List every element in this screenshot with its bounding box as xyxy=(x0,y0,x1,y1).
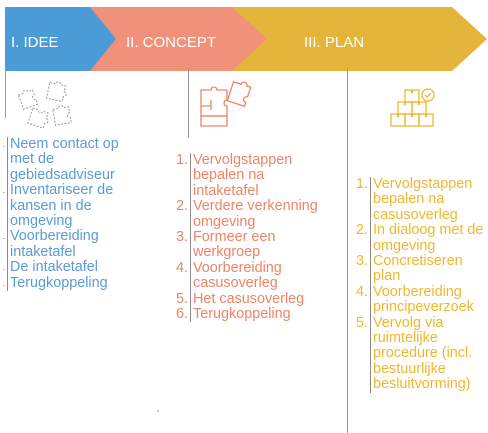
plan-arrow xyxy=(180,7,487,71)
step-text: Verdere verkenning omgeving xyxy=(190,199,320,231)
step-text: De intaketafel xyxy=(7,259,132,276)
step-number: . xyxy=(2,277,5,288)
plan-steps-list: 1.Vervolgstappen bepalen na casusoverleg… xyxy=(352,176,484,393)
step-text: Vervolg via ruimtelijke procedure (incl.… xyxy=(370,315,484,393)
step-text: Neem contact op met de gebiedsadviseur xyxy=(7,136,132,184)
divider-line-plan xyxy=(347,68,348,433)
plan-step-item: 1.Vervolgstappen bepalen na casusoverleg xyxy=(352,176,484,224)
step-number: . xyxy=(2,231,5,242)
concept-step-item: 2.Verdere verkenning omgeving xyxy=(172,198,320,231)
idee-step-item: .Inventariseer de kansen in de omgeving xyxy=(0,182,132,230)
step-number: 4. xyxy=(175,259,188,276)
concept-step-item: 4.Voorbereiding casusoverleg xyxy=(172,259,320,292)
phase-label-idee: I. IDEE xyxy=(11,34,59,51)
step-text: Concretiseren plan xyxy=(370,253,484,285)
idee-step-item: .Neem contact op met de gebiedsadviseur xyxy=(0,136,132,184)
idee-step-item: .Voorbereiding intaketafel xyxy=(0,229,132,261)
step-number: . xyxy=(2,139,5,149)
divider-line-concept xyxy=(188,68,189,138)
step-text: Formeer een werkgroep xyxy=(190,229,320,261)
concept-arrow xyxy=(84,7,267,71)
idee-arrow xyxy=(5,7,116,71)
step-number: 4. xyxy=(355,283,368,300)
step-text: Terugkoppeling xyxy=(7,275,132,292)
step-text: Terugkoppeling xyxy=(190,306,320,323)
concept-step-item: 6.Terugkoppeling xyxy=(172,306,320,323)
concept-step-item: 3.Formeer een werkgroep xyxy=(172,229,320,261)
assembled-puzzle-icon xyxy=(200,80,252,127)
concept-step-item: 1.Vervolgstappen bepalen na intaketafel xyxy=(172,152,320,200)
phase-arrow-banner xyxy=(5,7,487,71)
step-text: Het casusoverleg xyxy=(190,291,320,308)
divider-line-idee xyxy=(5,68,6,118)
idee-step-item: .Terugkoppeling xyxy=(0,275,132,292)
step-number: 2. xyxy=(355,222,368,239)
step-text: Voorbereiding principeverzoek xyxy=(370,284,484,316)
phase-label-concept: II. CONCEPT xyxy=(126,34,217,51)
step-number: . xyxy=(2,262,5,273)
step-number: 5. xyxy=(355,314,368,331)
plan-step-item: 2.In dialoog met de omgeving xyxy=(352,222,484,255)
step-text: Voorbereiding intaketafel xyxy=(7,229,132,261)
step-number: 3. xyxy=(175,229,188,246)
step-number: 3. xyxy=(355,253,368,270)
scattered-puzzle-pieces-icon xyxy=(17,81,72,129)
step-text: In dialoog met de omgeving xyxy=(370,223,484,255)
plan-step-item: 4.Voorbereiding principeverzoek xyxy=(352,283,484,316)
step-text: Vervolgstappen bepalen na intaketafel xyxy=(190,152,320,200)
plan-step-item: 5.Vervolg via ruimtelijke procedure (inc… xyxy=(352,314,484,393)
concept-step-item: 5.Het casusoverleg xyxy=(172,290,320,308)
step-number: 1. xyxy=(175,152,188,168)
idee-step-item: .De intaketafel xyxy=(0,259,132,276)
step-text: Inventariseer de kansen in de omgeving xyxy=(7,182,132,230)
stacked-boxes-checkmark-icon xyxy=(390,88,435,127)
phase-label-plan: III. PLAN xyxy=(304,34,365,51)
step-number: 5. xyxy=(175,290,188,307)
step-number: . xyxy=(2,185,5,196)
plan-step-item: 3.Concretiseren plan xyxy=(352,253,484,285)
decorative-dot xyxy=(157,410,159,412)
step-number: 2. xyxy=(175,198,188,215)
step-text: Vervolgstappen bepalen na casusoverleg xyxy=(370,176,484,224)
step-text: Voorbereiding casusoverleg xyxy=(190,260,320,292)
idee-steps-list: .Neem contact op met de gebiedsadviseur.… xyxy=(0,136,132,292)
step-number: 6. xyxy=(175,306,188,323)
step-number: 1. xyxy=(355,176,368,192)
